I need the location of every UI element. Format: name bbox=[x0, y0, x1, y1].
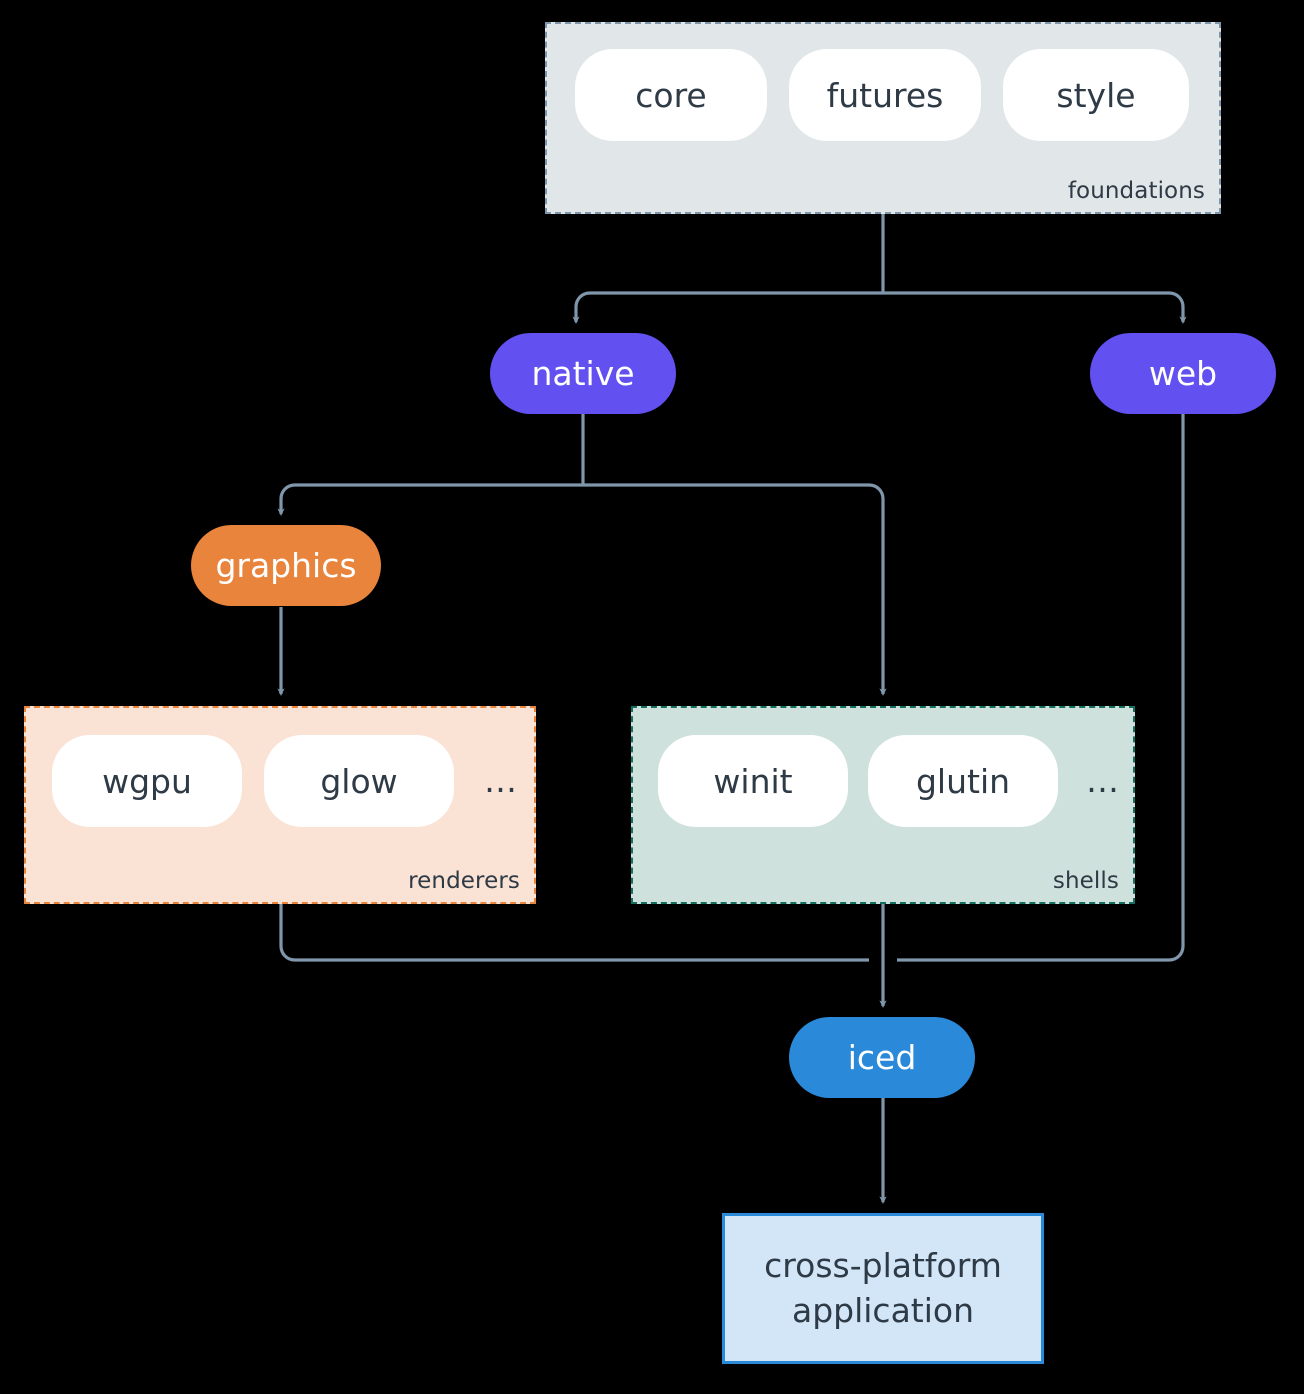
edge-renderers-iced bbox=[279, 904, 869, 962]
foundations-chip-list: core futures style bbox=[575, 49, 1189, 141]
group-foundations[interactable]: core futures style foundations bbox=[545, 22, 1221, 214]
chip-wgpu[interactable]: wgpu bbox=[52, 735, 242, 827]
edge-foundations-native bbox=[572, 291, 884, 325]
renderers-chip-list: wgpu glow … bbox=[52, 735, 517, 827]
application-line-1: cross-platform bbox=[764, 1245, 1002, 1285]
group-renderers[interactable]: wgpu glow … renderers bbox=[24, 706, 536, 904]
group-shells[interactable]: winit glutin … shells bbox=[631, 706, 1135, 904]
chip-glutin[interactable]: glutin bbox=[868, 735, 1058, 827]
renderers-overflow-ellipsis: … bbox=[484, 761, 517, 800]
application-line-2: application bbox=[791, 1290, 975, 1330]
group-label-shells: shells bbox=[1052, 868, 1119, 894]
chip-winit[interactable]: winit bbox=[658, 735, 848, 827]
shells-overflow-ellipsis: … bbox=[1086, 761, 1119, 800]
edge-native-graphics bbox=[277, 483, 583, 517]
node-graphics[interactable]: graphics bbox=[191, 525, 381, 606]
group-label-renderers: renderers bbox=[408, 868, 520, 894]
chip-core[interactable]: core bbox=[575, 49, 767, 141]
shells-chip-list: winit glutin … bbox=[658, 735, 1119, 827]
group-label-foundations: foundations bbox=[1067, 178, 1205, 204]
node-iced[interactable]: iced bbox=[789, 1017, 975, 1098]
node-native[interactable]: native bbox=[490, 333, 676, 414]
node-cross-platform-application[interactable]: cross-platform application bbox=[722, 1213, 1044, 1364]
chip-style[interactable]: style bbox=[1003, 49, 1189, 141]
node-web[interactable]: web bbox=[1090, 333, 1276, 414]
edge-foundations-web bbox=[882, 291, 1187, 325]
chip-glow[interactable]: glow bbox=[264, 735, 454, 827]
edge-native-shells bbox=[583, 483, 887, 697]
chip-futures[interactable]: futures bbox=[789, 49, 981, 141]
